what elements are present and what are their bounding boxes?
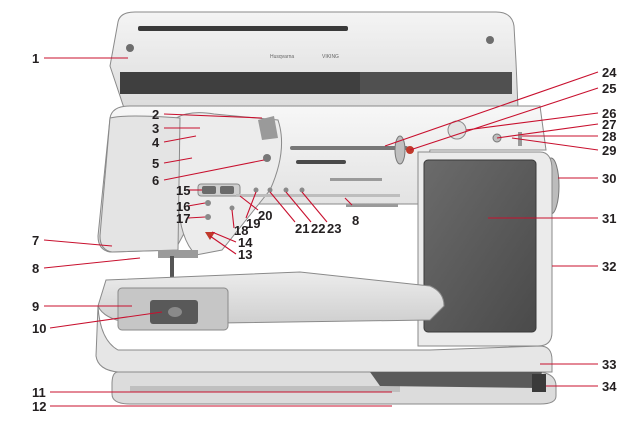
callout-label-8b: 8 <box>352 213 360 228</box>
callout-label-24: 24 <box>602 65 617 80</box>
leader-line-21 <box>269 191 296 223</box>
accessory-tray-grip <box>370 372 542 388</box>
screen-housing <box>417 151 553 347</box>
callout-label-11: 11 <box>32 385 46 400</box>
leader-line-20 <box>239 195 259 211</box>
callout-label-28: 28 <box>602 129 617 144</box>
callout-label-27: 27 <box>602 117 617 132</box>
callout-label-1: 1 <box>32 51 40 66</box>
callout-label-13: 13 <box>238 247 253 262</box>
slide-lever <box>532 374 546 392</box>
spool-pin <box>290 146 408 150</box>
button-23 <box>299 187 305 193</box>
leader-line-24 <box>384 71 599 147</box>
leader-line-14 <box>211 231 237 243</box>
callout-label-29: 29 <box>602 143 617 158</box>
lid: Husqvarna VIKING <box>109 11 519 109</box>
callout-label-16: 16 <box>176 199 191 214</box>
touch-screen <box>423 159 537 333</box>
callout-label-31: 31 <box>602 211 617 226</box>
callout-label-15: 15 <box>176 183 191 198</box>
callout-label-7: 7 <box>32 233 40 248</box>
leader-line-25 <box>409 87 599 151</box>
button-22 <box>283 187 289 193</box>
callout-label-26: 26 <box>602 106 617 121</box>
leader-line-7 <box>43 239 113 247</box>
callout-label-19: 19 <box>246 216 261 231</box>
callout-label-21: 21 <box>295 221 310 236</box>
callout-label-33: 33 <box>602 357 617 372</box>
slot <box>296 160 346 164</box>
button-21 <box>267 187 273 193</box>
callout-label-20: 20 <box>258 208 273 223</box>
callout-label-22: 22 <box>311 221 326 236</box>
callout-label-18: 18 <box>234 223 249 238</box>
function-button <box>202 186 216 194</box>
leader-line-4 <box>163 135 197 143</box>
brand-model: VIKING <box>322 54 339 60</box>
leader-line-16 <box>187 202 206 207</box>
callout-label-12: 12 <box>32 399 47 414</box>
leader-lines <box>43 57 599 407</box>
machine-base <box>95 271 557 405</box>
button-19 <box>253 187 259 193</box>
leader-line-2 <box>163 113 263 119</box>
button-18 <box>229 205 235 211</box>
leader-line-8b <box>344 197 353 206</box>
leader-line-13 <box>209 235 237 255</box>
callout-label-4: 4 <box>152 135 160 150</box>
leader-line-8a <box>43 257 141 269</box>
function-button <box>220 186 234 194</box>
leader-line-22 <box>285 191 312 223</box>
callout-label-10: 10 <box>32 321 47 336</box>
leader-line-5 <box>163 157 193 164</box>
leader-line-6 <box>163 159 265 181</box>
lid-screw <box>486 36 494 44</box>
spool-cap <box>394 135 406 165</box>
leader-line-17 <box>187 216 206 219</box>
button-16 <box>205 200 211 206</box>
lid-screw <box>126 44 134 52</box>
leader-line-10 <box>49 311 163 329</box>
pretension-disc <box>263 154 271 162</box>
side-cover <box>99 115 181 253</box>
leader-line-23 <box>301 191 328 223</box>
leader-line-18 <box>231 209 235 229</box>
callout-label-8a: 8 <box>32 261 40 276</box>
callout-label-3: 3 <box>152 121 160 136</box>
needle-bar <box>170 256 174 280</box>
callout-label-5: 5 <box>152 156 160 171</box>
leader-line-29 <box>511 137 599 151</box>
callout-label-9: 9 <box>32 299 40 314</box>
leader-line-27 <box>496 123 599 139</box>
callout-label-6: 6 <box>152 173 160 188</box>
callout-label-32: 32 <box>602 259 617 274</box>
ruler <box>130 386 400 392</box>
lid-slot <box>138 26 348 31</box>
callout-label-14: 14 <box>238 235 253 250</box>
button-17 <box>205 214 211 220</box>
callout-label-17: 17 <box>176 211 191 226</box>
callout-label-30: 30 <box>602 171 617 186</box>
callout-label-34: 34 <box>602 379 617 394</box>
callout-label-23: 23 <box>327 221 342 236</box>
thread-guide <box>258 116 278 140</box>
brand-logo: Husqvarna <box>270 54 294 60</box>
leader-line-26 <box>465 112 599 131</box>
callout-label-2: 2 <box>152 107 160 122</box>
callout-label-25: 25 <box>602 81 617 96</box>
